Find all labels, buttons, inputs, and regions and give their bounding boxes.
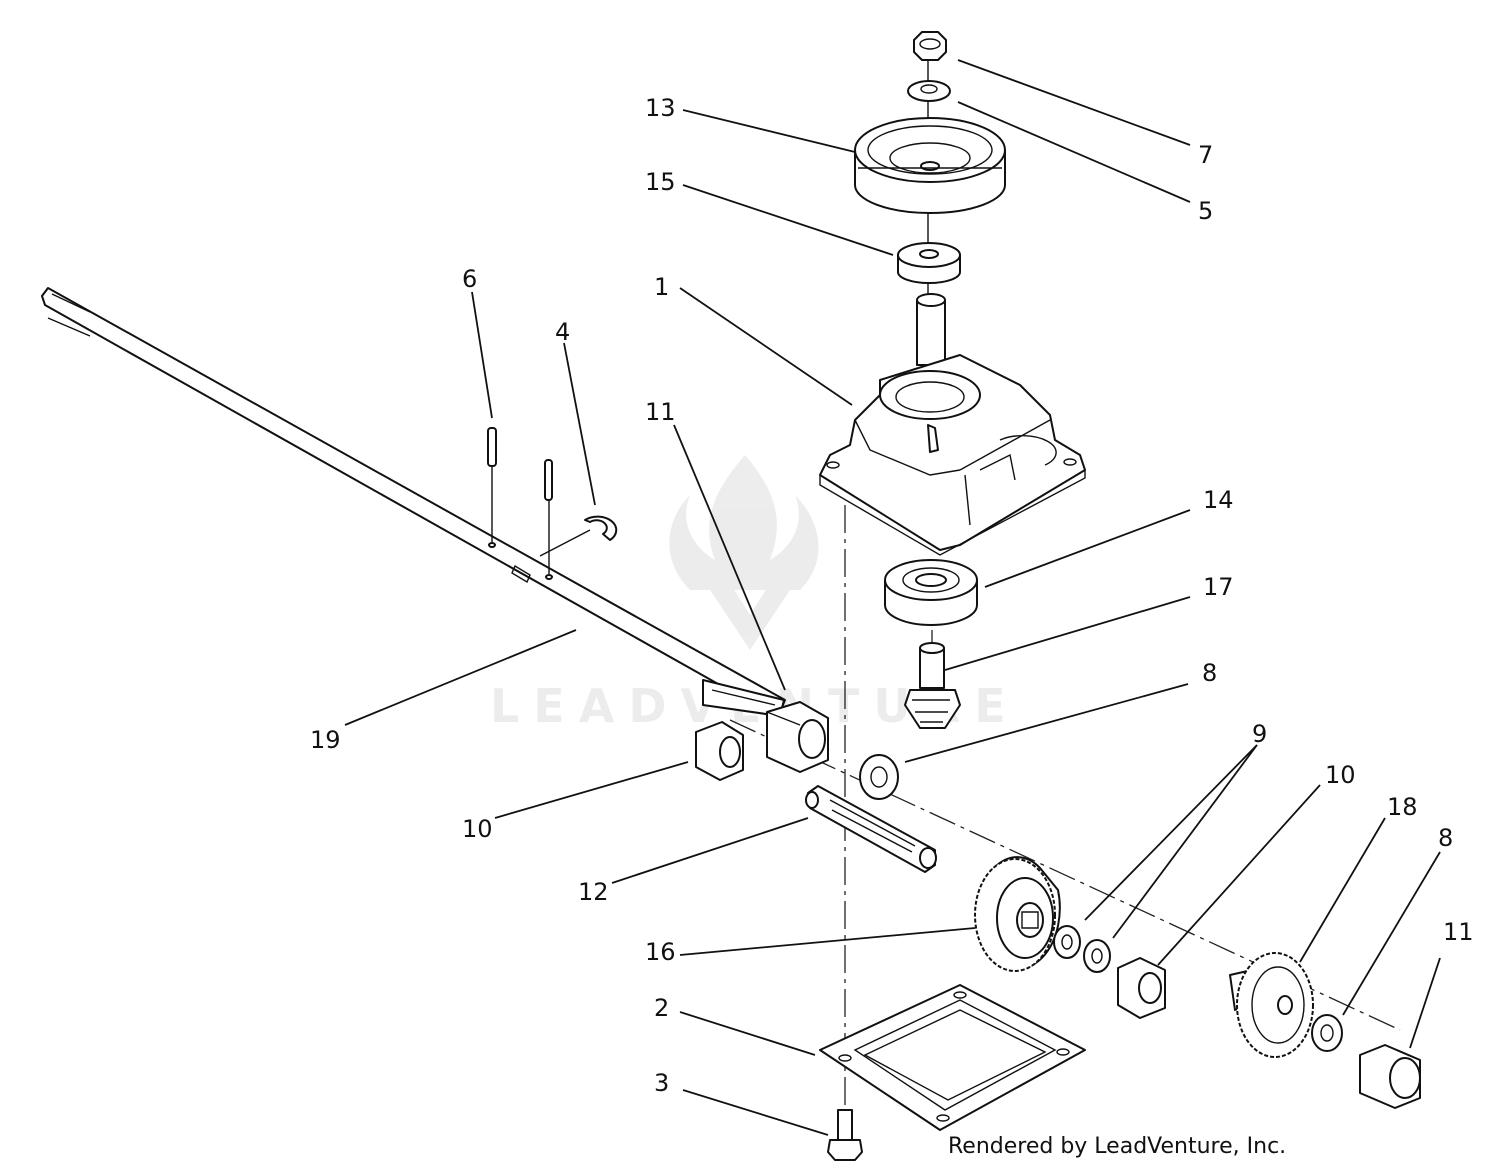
callout-17: 17 <box>1203 573 1234 601</box>
leader-10-right <box>1157 784 1321 966</box>
callout-16: 16 <box>645 938 676 966</box>
callout-8-upper: 8 <box>1202 659 1217 687</box>
part-11-bushing-upper <box>766 701 829 773</box>
leader-4 <box>563 342 596 506</box>
part-5-washer <box>907 80 951 102</box>
watermark-logo-icon <box>669 455 819 650</box>
part-17-pinion-gear <box>904 642 961 729</box>
part-3-bolt <box>827 1109 863 1161</box>
callout-6: 6 <box>462 265 477 293</box>
part-10-bushing-right <box>1117 957 1166 1019</box>
leader-9-a <box>1084 744 1258 921</box>
leader-5 <box>957 101 1191 203</box>
part-4-retaining-clip <box>539 515 618 557</box>
callout-13: 13 <box>645 94 676 122</box>
part-16-drive-gear <box>974 856 1061 972</box>
leader-7 <box>957 59 1191 146</box>
part-1-gear-housing <box>819 293 1086 556</box>
part-19-drive-shaft <box>41 287 786 717</box>
render-credit: Rendered by LeadVenture, Inc. <box>948 1134 1287 1159</box>
callout-labels: 7 5 13 15 1 6 4 11 14 17 8 19 9 10 10 18… <box>310 94 1474 1097</box>
leader-10-left <box>494 761 689 819</box>
callout-3: 3 <box>654 1069 669 1097</box>
part-pin-small <box>544 459 553 580</box>
part-7-hex-nut <box>913 31 947 61</box>
callout-10-left: 10 <box>462 815 493 843</box>
callout-8-lower: 8 <box>1438 824 1453 852</box>
callout-12: 12 <box>578 878 609 906</box>
leader-11-upper <box>673 424 786 691</box>
leader-14 <box>984 509 1191 588</box>
callout-1: 1 <box>654 273 669 301</box>
callout-19: 19 <box>310 726 341 754</box>
leader-8-upper <box>904 683 1189 763</box>
callout-2: 2 <box>654 994 669 1022</box>
callout-14: 14 <box>1203 486 1234 514</box>
leader-9-b <box>1112 744 1258 939</box>
leader-3 <box>682 1089 829 1136</box>
leader-2 <box>679 1011 816 1056</box>
leader-lines <box>344 59 1441 1136</box>
callout-7: 7 <box>1198 141 1213 169</box>
callout-11-lower: 11 <box>1443 918 1474 946</box>
callout-4: 4 <box>555 318 570 346</box>
leader-8-lower <box>1342 851 1441 1016</box>
leader-11-lower <box>1409 957 1441 1049</box>
part-8-washer-upper <box>859 754 899 800</box>
part-2-cover-plate <box>819 984 1086 1131</box>
part-14-bearing <box>884 559 978 626</box>
leader-15 <box>682 184 894 256</box>
leader-17 <box>944 596 1191 671</box>
leader-13 <box>682 109 856 153</box>
leader-16 <box>679 927 976 956</box>
callout-11-upper: 11 <box>645 398 676 426</box>
part-15-spacer <box>897 242 961 284</box>
leader-18 <box>1299 817 1386 963</box>
part-18-gear <box>1229 952 1314 1058</box>
part-8-washer-lower <box>1311 1014 1343 1052</box>
callout-18: 18 <box>1387 793 1418 821</box>
part-6-roll-pin <box>487 427 497 548</box>
part-10-bushing-left <box>695 721 744 781</box>
output-shaft-axis <box>729 719 1401 1031</box>
leader-19 <box>344 629 577 726</box>
part-13-pulley <box>854 117 1006 214</box>
part-11-bushing-lower <box>1359 1044 1421 1109</box>
leader-6 <box>471 291 493 419</box>
callout-15: 15 <box>645 168 676 196</box>
part-9-washers <box>1053 925 1111 973</box>
leader-1 <box>679 287 853 406</box>
callout-10-right: 10 <box>1325 761 1356 789</box>
callout-5: 5 <box>1198 197 1213 225</box>
leader-12 <box>611 817 809 884</box>
part-12-output-shaft <box>805 785 937 873</box>
callout-9: 9 <box>1252 720 1267 748</box>
